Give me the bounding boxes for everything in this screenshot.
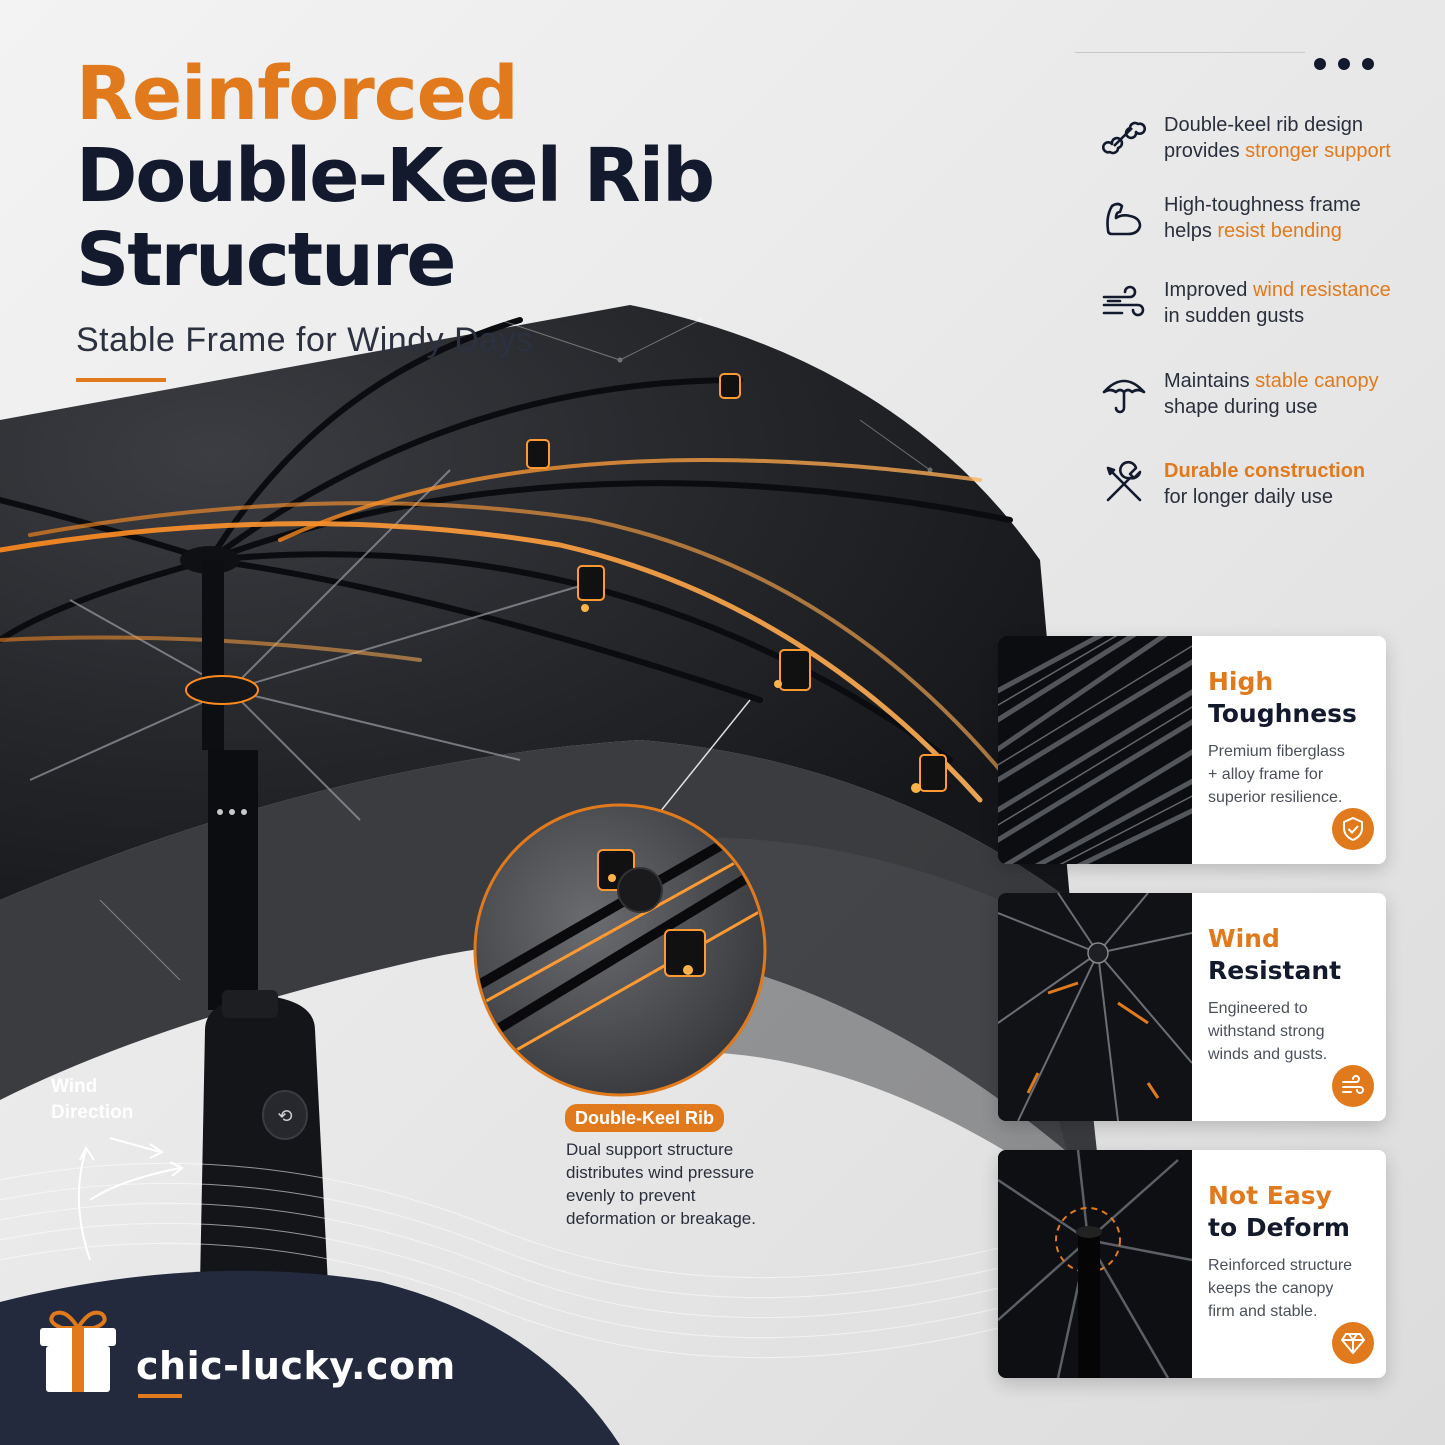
bone-icon [1101, 121, 1147, 155]
card-desc-line: winds and gusts. [1208, 1046, 1328, 1063]
feature-line-2: helps [1164, 220, 1218, 242]
callout-description: Dual support structure distributes wind … [566, 1140, 756, 1228]
card-desc-line: superior resilience. [1208, 789, 1343, 806]
wind-arrows [77, 1137, 184, 1261]
card-title: Toughness [1208, 699, 1357, 728]
wind-direction-label: Wind Direction [51, 1074, 133, 1126]
wind-label-line: Wind [51, 1076, 98, 1097]
headline-block: Reinforced Double-Keel Rib Structure Sta… [76, 54, 1076, 382]
feature-highlight: Durable construction [1164, 460, 1366, 482]
wind-icon [1102, 285, 1145, 317]
flexed-arm-icon [1106, 202, 1142, 236]
dots-icon [1314, 58, 1374, 70]
feature-item: Maintains stable canopy shape during use [1100, 368, 1430, 420]
card-desc-line: firm and stable. [1208, 1303, 1318, 1320]
card-title-accent: Wind [1208, 924, 1280, 953]
feature-line-2: shape during use [1164, 396, 1318, 418]
card-title: to Deform [1208, 1213, 1350, 1242]
umbrella-icon [1102, 379, 1146, 414]
headline-main: Double-Keel Rib Structure [76, 133, 715, 303]
feature-line-1: High-toughness frame [1164, 194, 1361, 216]
feature-line-2: for longer daily use [1164, 486, 1333, 508]
feature-highlight: wind resistance [1252, 279, 1391, 301]
callout-label: Double-Keel Rib [565, 1104, 725, 1132]
card-title: Resistant [1208, 956, 1342, 985]
feature-item: Improved wind resistance in sudden gusts [1100, 277, 1430, 329]
feature-item: High-toughness frame helps resist bendin… [1100, 192, 1430, 244]
card-title-accent: Not Easy [1208, 1181, 1332, 1210]
tools-icon [1106, 460, 1142, 502]
wind-label-line: Direction [51, 1102, 134, 1123]
diamond-icon [1332, 1322, 1374, 1364]
gift-box-icon [40, 1310, 116, 1392]
brand-underline [138, 1394, 182, 1398]
shield-check-icon [1332, 808, 1374, 850]
card-desc-line: withstand strong [1208, 1023, 1325, 1040]
umbrella-illustration: ⟲ [0, 305, 1100, 1359]
wind-icon [1332, 1065, 1374, 1107]
feature-highlight: resist bending [1217, 220, 1342, 242]
feature-line-1: Improved [1164, 279, 1253, 301]
card-desc-line: keeps the canopy [1208, 1280, 1334, 1297]
feature-line-2: in sudden gusts [1164, 305, 1305, 327]
feature-card-wind: Wind Resistant Engineered to withstand s… [998, 893, 1386, 1121]
feature-line-1: Double-keel rib design [1164, 114, 1364, 136]
fiberglass-texture-image [998, 636, 1192, 864]
feature-line-1: Maintains [1164, 370, 1256, 392]
headline-accent: Reinforced [76, 51, 519, 137]
brand-name: chic-lucky.com [136, 1344, 456, 1388]
card-desc-line: + alloy frame for [1208, 766, 1324, 783]
card-desc-line: Premium fiberglass [1208, 743, 1345, 760]
svg-text:⟲: ⟲ [277, 1106, 292, 1127]
card-desc-line: Engineered to [1208, 1000, 1308, 1017]
zoom-detail [473, 803, 767, 1097]
umbrella-frame-image [998, 1150, 1192, 1378]
feature-card-toughness: High Toughness Premium fiberglass + allo… [998, 636, 1386, 864]
feature-item: Double-keel rib design provides stronger… [1100, 112, 1430, 164]
canopy [0, 305, 1070, 900]
feature-item: Durable construction for longer daily us… [1100, 458, 1430, 510]
feature-line-2: provides [1164, 140, 1246, 162]
umbrella-underside-image [998, 893, 1192, 1121]
brand-panel [0, 1270, 620, 1445]
feature-highlight: stronger support [1245, 140, 1391, 162]
feature-card-deform: Not Easy to Deform Reinforced structure … [998, 1150, 1386, 1378]
card-title-accent: High [1208, 667, 1274, 696]
top-divider [1075, 52, 1305, 53]
headline-underline [76, 378, 166, 382]
card-desc-line: Reinforced structure [1208, 1257, 1353, 1274]
feature-highlight: stable canopy [1255, 370, 1379, 392]
headline-subtitle: Stable Frame for Windy Days [76, 321, 534, 359]
